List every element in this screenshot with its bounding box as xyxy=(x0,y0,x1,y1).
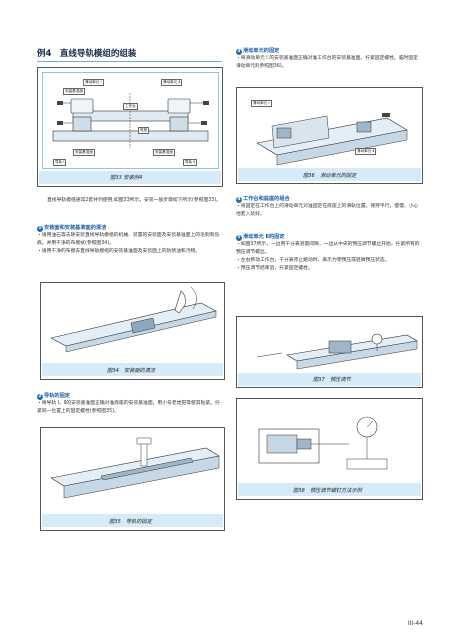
section-1-item-1: ・请用油石等去除安装直线导轨模组的机械、装置的安装面及安装基准面上的毛刺和伤痕。… xyxy=(37,233,220,246)
figure-34-caption: 图34 安装面的清洁 xyxy=(107,368,156,374)
fig33-label-slider-1: 滑动单元 Ⅰ xyxy=(83,79,104,86)
figure-37-drawing xyxy=(256,333,418,370)
section-3-body: ・将滑动单元 Ⅰ 的安装基准面正确对准工作台的安装基准面。拧紧固定螺栓。临时固定… xyxy=(236,55,422,71)
figure-34-drawing xyxy=(50,286,217,353)
fig33-label-table: 工作台 xyxy=(123,103,138,110)
fig33-label-ref-3: 安装基准面 xyxy=(153,149,175,156)
figure-35-drawing xyxy=(50,437,220,499)
page-number: III-44 xyxy=(407,620,423,627)
figure-38-caption: 图38 预压调节螺钉方法示例 xyxy=(293,488,362,494)
intro-paragraph: 直线导轨模组通常2套并列使用,如图33所示。安装一般步骤如下所示(参照图33)。 xyxy=(37,197,223,205)
section-5-item-3: ・预压调节结束后，拧紧固定螺栓。 xyxy=(236,266,313,271)
figure-35-caption-bar xyxy=(42,514,223,527)
fig33-label-base: 底座 xyxy=(138,127,150,134)
fig36-label-slider-1: 滑动单元 Ⅰ xyxy=(251,100,272,107)
section-1-body: ・请用油石等去除安装直线导轨模组的机械、装置的安装面及安装基准面上的毛刺和伤痕。… xyxy=(37,232,223,256)
intro-text: 直线导轨模组通常2套并列使用,如图33所示。安装一般步骤如下所示(参照图33)。 xyxy=(47,198,222,203)
fig36-label-slider-2: 滑动单元 Ⅱ xyxy=(355,148,377,155)
section-4-number: 4 xyxy=(236,197,242,203)
section-2-title-text: 导轨的固定 xyxy=(44,393,70,399)
section-5-number: 5 xyxy=(236,235,242,241)
section-2-item-1: ・将导轨 Ⅰ、Ⅱ的安装基准面正确对准底座的安装基准面。用小号老虎钳等使其贴紧。拧… xyxy=(37,401,220,414)
fig33-label-rail-2: 导轨 Ⅱ xyxy=(183,159,198,166)
section-1-title-text: 安装面和安装基准面的清洁 xyxy=(44,225,107,231)
section-2-number: 2 xyxy=(37,394,43,400)
figure-34: 图34 安装面的清洁 xyxy=(40,282,225,380)
section-5-title-text: 滑动单元 Ⅱ的固定 xyxy=(243,234,285,240)
figure-37: 图37 预压调节 xyxy=(236,316,423,388)
figure-33-drawing xyxy=(52,93,209,148)
heading-underline xyxy=(37,61,222,62)
section-1-number: 1 xyxy=(37,226,43,232)
figure-38-caption-bar xyxy=(238,483,421,496)
figure-35: 图35 导轨的固定 xyxy=(40,427,225,531)
fig33-label-ref-2: 安装基准面 xyxy=(73,149,95,156)
section-2-body: ・将导轨 Ⅰ、Ⅱ的安装基准面正确对准底座的安装基准面。用小号老虎钳等使其贴紧。拧… xyxy=(37,400,223,416)
figure-36-caption: 图36 滑动单元的固定 xyxy=(303,173,357,179)
section-5-item-1: ・如图37所示，一边用千分表测量间隙，一边从中央的预压调节螺丝开始，拧紧所有的预… xyxy=(236,242,420,255)
section-5-body: ・如图37所示，一边用千分表测量间隙，一边从中央的预压调节螺丝开始，拧紧所有的预… xyxy=(236,241,422,273)
fig33-label-ref-1: 安装基准面 xyxy=(63,88,85,95)
section-4-title-text: 工作台和底座的组合 xyxy=(243,196,290,202)
section-4-item-1: ・将固定在工作台上的滑动单元对准固定在底座上的滑轨位置。保持平行，慢慢、小心地套… xyxy=(236,204,419,217)
figure-36: 滑动单元 Ⅰ 滑动单元 Ⅱ 图36 滑动单元的固定 xyxy=(236,87,423,184)
figure-33-panel: 滑动单元 Ⅰ 安装基准面 滑动单元 Ⅱ 工作台 底座 安装基准面 导轨 Ⅰ 安装… xyxy=(42,72,219,169)
figure-35-caption: 图35 导轨的固定 xyxy=(109,519,152,525)
section-1-item-2: ・请用干净的布擦去直线导轨模组的安装基准面及安装面上的防锈油和污物。 xyxy=(37,249,201,254)
figure-33: 滑动单元 Ⅰ 安装基准面 滑动单元 Ⅱ 工作台 底座 安装基准面 导轨 Ⅰ 安装… xyxy=(37,67,223,187)
fig33-label-rail-1: 导轨 Ⅰ xyxy=(53,159,67,166)
page-heading: 例4 直线导轨模组的组装 xyxy=(37,47,222,62)
figure-36-caption-bar xyxy=(238,168,421,181)
figure-38: 图38 预压调节螺钉方法示例 xyxy=(236,398,423,500)
figure-34-caption-bar xyxy=(42,363,223,376)
section-3-title-text: 滑动单元的固定 xyxy=(243,48,280,54)
figure-37-caption: 图37 预压调节 xyxy=(313,377,351,383)
figure-33-caption-bar xyxy=(39,171,221,184)
section-3-number: 3 xyxy=(236,49,242,55)
figure-38-drawing xyxy=(258,416,388,470)
figure-37-caption-bar xyxy=(238,373,421,386)
fig33-label-slider-2: 滑动单元 Ⅱ xyxy=(161,79,183,86)
section-5-item-2: ・左右移动工作台，千分表停止跳动时，表示为零预压或轻微预压状态。 xyxy=(236,258,390,263)
figure-33-caption: 图33 安装例4 xyxy=(110,175,143,181)
section-4-body: ・将固定在工作台上的滑动单元对准固定在底座上的滑轨位置。保持平行，慢慢、小心地套… xyxy=(236,203,422,219)
heading-text: 例4 直线导轨模组的组装 xyxy=(37,49,137,59)
section-3-item-1: ・将滑动单元 Ⅰ 的安装基准面正确对准工作台的安装基准面。拧紧固定螺栓。临时固定… xyxy=(236,56,418,69)
figure-36-drawing xyxy=(256,113,408,166)
